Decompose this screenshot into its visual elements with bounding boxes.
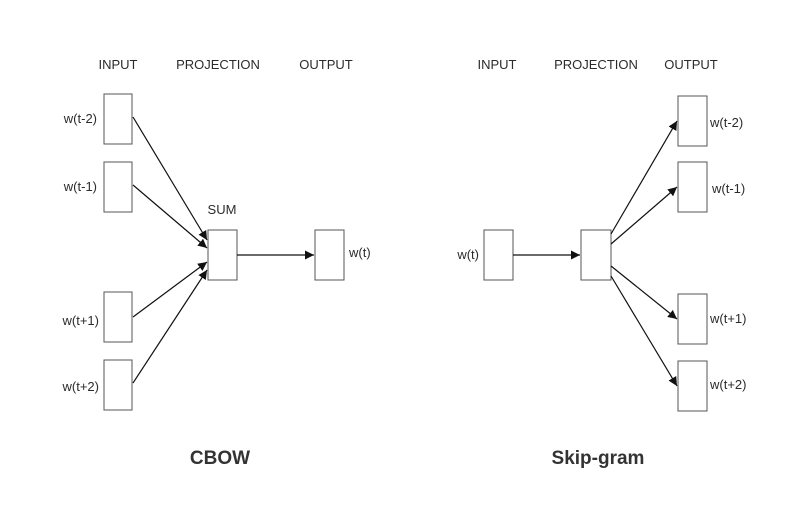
cbow-input-box-t+2 [103,359,133,411]
cbow-input-label: w(t+2) [62,379,99,394]
cbow-input-header: INPUT [99,57,138,72]
cbow-sum-label: SUM [208,202,237,217]
skipgram-input-header: INPUT [478,57,517,72]
skipgram-output-label: w(t+2) [709,377,746,392]
cbow-arrow-input-3 [132,261,208,318]
cbow-input-label: w(t-2) [63,111,97,126]
cbow-input-box-t-2 [103,93,133,145]
cbow-arrow-input-4 [132,269,208,384]
skipgram-input-label: w(t) [456,247,479,262]
cbow-projection-header: PROJECTION [176,57,260,72]
skipgram-output-box-t+2 [677,360,708,412]
cbow-input-label: w(t-1) [63,179,97,194]
cbow-arrow-input-1 [132,116,208,241]
cbow-input-label: w(t+1) [62,313,99,328]
cbow-model: INPUT PROJECTION OUTPUT w(t-2) w(t-1) w(… [62,57,371,469]
skipgram-projection-box [580,229,612,281]
skipgram-output-box-t-1 [677,161,708,213]
skipgram-projection-header: PROJECTION [554,57,638,72]
skipgram-output-label: w(t-2) [709,115,743,130]
skipgram-arrow-output-3 [610,265,678,320]
skipgram-model: INPUT PROJECTION OUTPUT w(t) w(t-2) w(t-… [456,57,746,469]
skipgram-input-box [483,229,514,281]
cbow-output-box [314,229,345,281]
cbow-arrow-input-2 [132,184,208,249]
skipgram-arrow-output-4 [610,275,678,387]
cbow-projection-box [207,229,238,281]
skipgram-arrow-output-1 [610,120,678,235]
cbow-output-header: OUTPUT [299,57,353,72]
skipgram-output-header: OUTPUT [664,57,718,72]
cbow-input-box-t-1 [103,161,133,213]
skipgram-output-label: w(t-1) [711,181,745,196]
cbow-input-box-t+1 [103,291,133,343]
skipgram-arrow-output-2 [610,186,678,245]
skipgram-title: Skip-gram [552,448,645,469]
skipgram-output-label: w(t+1) [709,311,746,326]
skipgram-output-box-t+1 [677,293,708,345]
cbow-output-label: w(t) [348,245,371,260]
skipgram-output-box-t-2 [677,95,708,147]
cbow-title: CBOW [190,448,250,469]
